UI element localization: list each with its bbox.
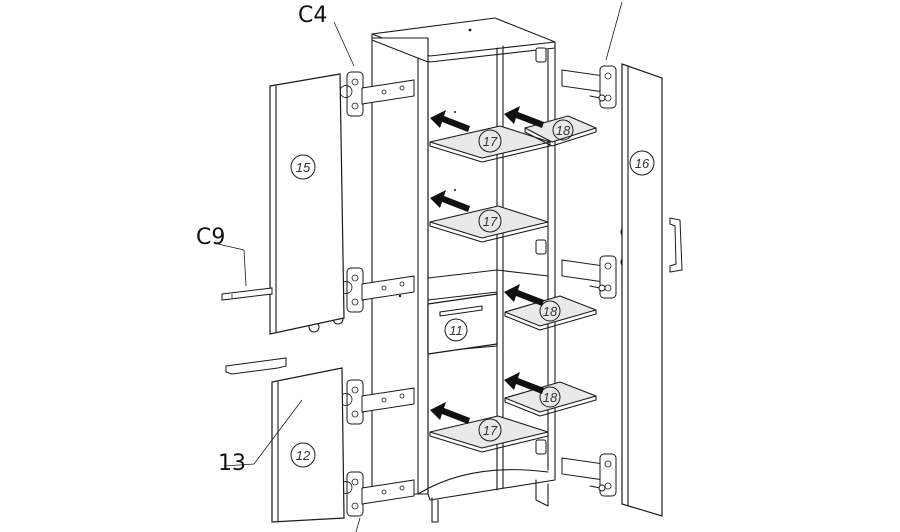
callout-leaders [217,1,623,532]
hinge-left-4 [339,471,415,517]
side-shelf-top-label: 18 [556,123,571,138]
side-shelf-bottom: 18 [504,381,597,417]
screw [589,94,606,102]
left-upper-door-label: 15 [296,160,311,175]
arrow-shelf-bottom [430,402,470,424]
callout-13: 13 [218,451,246,476]
side-shelf-top: 18 [524,115,597,147]
callout-c9: C9 [196,225,225,250]
arrow-side-shelf-top [504,106,544,128]
right-door-label: 16 [635,156,650,171]
arrow-shelf-top [430,110,470,132]
side-shelf-bottom-label: 18 [543,390,558,405]
left-upper-door: 15 [269,73,345,335]
drawer-label: 11 [449,323,463,338]
left-hinges [339,71,415,517]
screw [589,484,606,492]
callout-c4: C4 [298,3,327,28]
insertion-arrows [430,106,544,424]
side-shelf-mid-label: 18 [543,304,558,319]
shelf-middle-label: 17 [483,214,498,229]
shelf-bottom: 17 [429,415,549,453]
shelf-bottom-label: 17 [483,423,498,438]
arrow-side-shelf-mid [504,284,544,306]
screw [589,284,606,292]
side-shelf-mid: 18 [504,295,597,331]
drawer: 11 [427,293,498,355]
arrow-shelf-middle [430,190,470,212]
hinge-left-2 [339,267,415,313]
handle-right [669,217,683,273]
left-lower-door: 12 [271,367,345,523]
handle-left [225,357,287,375]
right-hinges [561,65,637,497]
left-lower-door-label: 12 [296,448,311,463]
hinge-left-3 [339,379,415,425]
right-door: 16 [621,63,663,517]
shelf-middle: 17 [429,205,549,243]
handle-c9 [221,287,273,301]
arrow-side-shelf-bottom [504,372,544,394]
shelf-top-label: 17 [483,134,498,149]
cabinet-left-side [371,37,429,495]
hinge-left-1 [339,71,415,117]
